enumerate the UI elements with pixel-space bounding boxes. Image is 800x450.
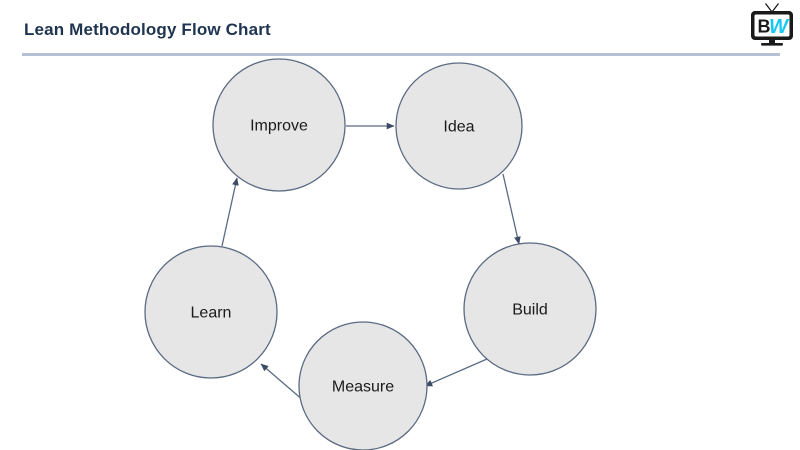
edge-build-to-measure <box>424 358 488 387</box>
logo-letter-b: B <box>758 17 771 37</box>
node-measure-circle[interactable] <box>298 321 428 450</box>
edge-learn-to-improve <box>221 177 239 247</box>
node-idea-label: Idea <box>443 119 474 136</box>
lean-cycle-diagram: Improve Idea Build Measure Learn <box>0 56 800 450</box>
page-title: Lean Methodology Flow Chart <box>24 20 271 39</box>
node-learn-circle[interactable] <box>144 245 278 379</box>
title-divider <box>22 53 780 56</box>
node-build-label: Build <box>512 302 548 319</box>
node-measure-label: Measure <box>332 379 394 396</box>
node-idea[interactable]: Idea <box>395 62 523 190</box>
node-build[interactable]: Build <box>463 242 597 376</box>
node-learn[interactable]: Learn <box>144 245 278 379</box>
edge-idea-to-build <box>502 173 521 245</box>
bw-tv-logo-icon: B W <box>748 2 796 50</box>
node-idea-circle[interactable] <box>395 62 523 190</box>
node-improve[interactable]: Improve <box>212 58 346 192</box>
node-improve-label: Improve <box>250 118 308 135</box>
node-measure[interactable]: Measure <box>298 321 428 450</box>
nodes-layer: Improve Idea Build Measure Learn <box>144 58 597 450</box>
logo-letter-w: W <box>769 16 790 38</box>
node-improve-circle[interactable] <box>212 58 346 192</box>
node-learn-label: Learn <box>191 305 232 322</box>
node-build-circle[interactable] <box>463 242 597 376</box>
